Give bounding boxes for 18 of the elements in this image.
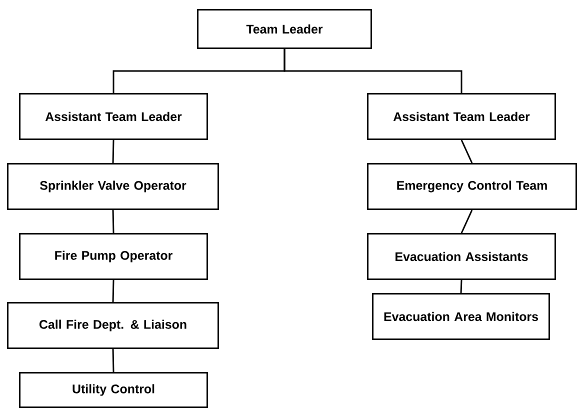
connector-line <box>284 49 462 93</box>
role-box: Emergency Control Team <box>367 163 577 210</box>
connector-line <box>460 140 473 164</box>
connector-line <box>112 210 114 234</box>
role-box: Call Fire Dept. & Liaison <box>7 302 219 349</box>
connector-line <box>112 348 114 372</box>
role-box: Sprinkler Valve Operator <box>7 163 219 210</box>
role-box: Assistant Team Leader <box>19 93 208 140</box>
role-box: Assistant Team Leader <box>367 93 556 140</box>
role-box: Evacuation Area Monitors <box>372 293 550 340</box>
connector-line <box>460 280 462 294</box>
role-box: Evacuation Assistants <box>367 233 556 280</box>
role-box: Utility Control <box>19 372 208 408</box>
role-box: Team Leader <box>197 9 372 49</box>
connector-line <box>112 280 114 302</box>
connector-line <box>460 210 473 234</box>
role-box: Fire Pump Operator <box>19 233 208 280</box>
connector-line <box>112 140 114 164</box>
